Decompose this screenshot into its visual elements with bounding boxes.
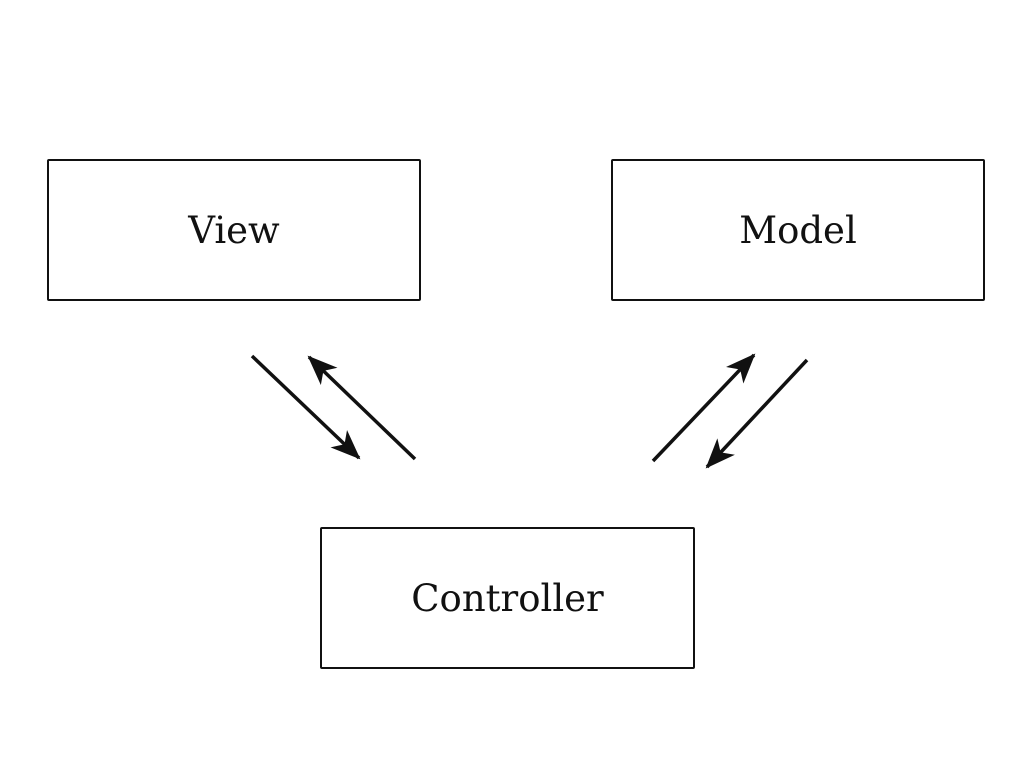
controller-label: Controller bbox=[411, 576, 604, 620]
controller-node: Controller bbox=[320, 527, 695, 669]
arrow-controller-to-view bbox=[307, 355, 417, 461]
arrow-view-to-controller bbox=[250, 354, 361, 460]
view-label: View bbox=[188, 208, 280, 252]
arrow-model-to-controller bbox=[705, 358, 809, 469]
model-node: Model bbox=[611, 159, 985, 301]
view-node: View bbox=[47, 159, 421, 301]
arrow-controller-to-model bbox=[651, 353, 756, 463]
model-label: Model bbox=[739, 208, 857, 252]
